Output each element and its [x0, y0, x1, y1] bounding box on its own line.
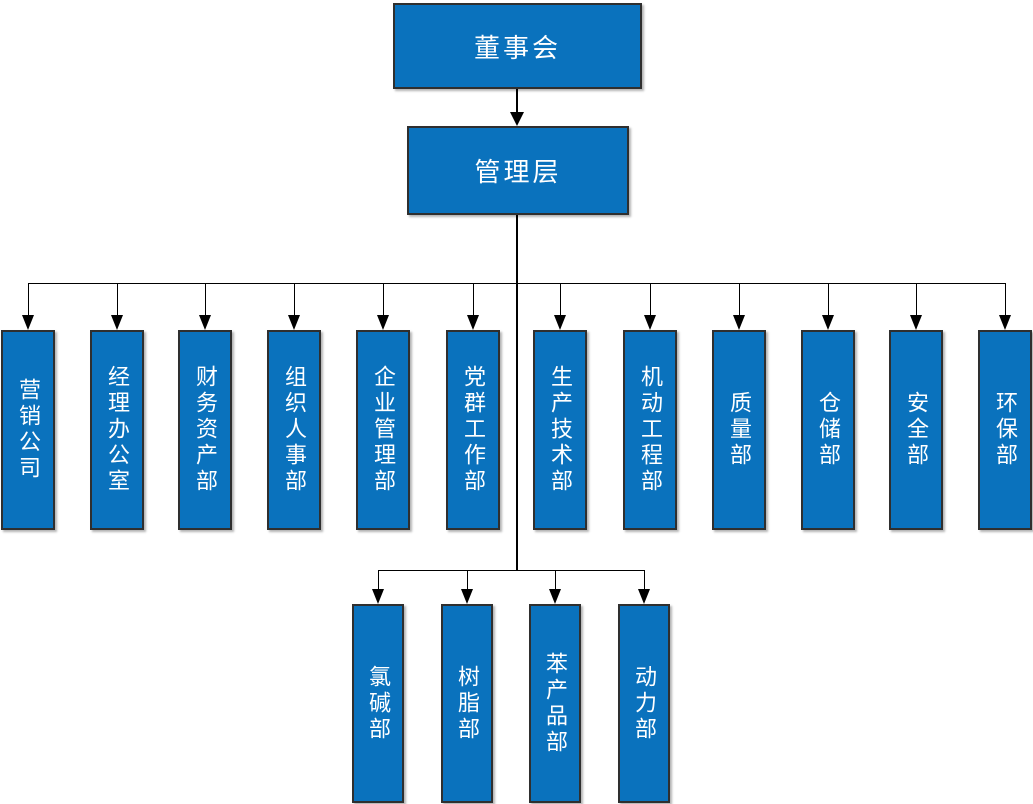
subdept-node-resin: 树脂部 [441, 604, 493, 803]
dept-node-party-mass-work: 党群工作部 [446, 330, 500, 530]
dept-node-label: 机动工程部 [638, 365, 663, 495]
dept-node-label: 党群工作部 [461, 365, 486, 495]
arrow-down-icon [22, 315, 34, 330]
connector-drop [378, 570, 379, 591]
connector-drop [644, 570, 645, 591]
dept-node-label: 企业管理部 [371, 365, 396, 495]
arrow-down-icon [288, 315, 300, 330]
node-board-label: 董事会 [473, 33, 561, 63]
dept-node-warehouse: 仓储部 [801, 330, 855, 530]
dept-node-label: 组织人事部 [282, 365, 307, 495]
connector-trunk [516, 215, 518, 570]
dept-node-label: 安全部 [904, 391, 929, 469]
dept-node-label: 环保部 [993, 391, 1018, 469]
dept-node-environmental: 环保部 [978, 330, 1032, 530]
connector-drop [916, 283, 917, 317]
subdept-node-label: 苯产品部 [543, 651, 568, 756]
connector-departments-bus [28, 283, 1006, 284]
arrow-down-icon [372, 589, 384, 604]
dept-node-quality: 质量部 [712, 330, 766, 530]
dept-node-label: 财务资产部 [193, 365, 218, 495]
dept-node-label: 生产技术部 [548, 365, 573, 495]
subdept-node-label: 树脂部 [455, 664, 480, 743]
node-management: 管理层 [407, 126, 629, 215]
node-management-label: 管理层 [474, 158, 562, 187]
dept-node-mechanical-engineering: 机动工程部 [623, 330, 677, 530]
arrow-down-icon [554, 315, 566, 330]
connector-drop [383, 283, 384, 317]
dept-node-marketing-company: 营销公司 [1, 330, 55, 530]
dept-node-label: 仓储部 [816, 391, 841, 469]
connector-subdepartments-bus [378, 570, 645, 571]
arrow-down-icon [999, 315, 1011, 330]
dept-node-org-personnel: 组织人事部 [267, 330, 321, 530]
dept-node-production-technology: 生产技术部 [533, 330, 587, 530]
connector-drop [28, 283, 29, 317]
subdept-node-label: 氯碱部 [366, 664, 391, 743]
connector-drop [205, 283, 206, 317]
arrow-down-icon [822, 315, 834, 330]
subdept-node-chlor-alkali: 氯碱部 [352, 604, 404, 803]
node-board: 董事会 [393, 3, 642, 89]
connector-drop [828, 283, 829, 317]
connector-drop [1005, 283, 1006, 317]
dept-node-label: 经理办公室 [105, 365, 130, 495]
connector-drop [555, 570, 556, 591]
arrow-down-icon [510, 112, 524, 126]
connector-drop [117, 283, 118, 317]
arrow-down-icon [467, 315, 479, 330]
arrow-down-icon [199, 315, 211, 330]
subdept-node-power: 动力部 [618, 604, 670, 803]
arrow-down-icon [910, 315, 922, 330]
dept-node-manager-office: 经理办公室 [90, 330, 144, 530]
connector-drop [739, 283, 740, 317]
arrow-down-icon [638, 589, 650, 604]
arrow-down-icon [111, 315, 123, 330]
dept-node-finance-assets: 财务资产部 [178, 330, 232, 530]
connector-drop [294, 283, 295, 317]
arrow-down-icon [377, 315, 389, 330]
connector-drop [467, 570, 468, 591]
connector-drop [560, 283, 561, 317]
arrow-down-icon [549, 589, 561, 604]
dept-node-enterprise-management: 企业管理部 [356, 330, 410, 530]
arrow-down-icon [461, 589, 473, 604]
arrow-down-icon [733, 315, 745, 330]
dept-node-label: 质量部 [727, 391, 752, 469]
dept-node-safety: 安全部 [889, 330, 943, 530]
arrow-down-icon [644, 315, 656, 330]
subdept-node-label: 动力部 [632, 664, 657, 743]
dept-node-label: 营销公司 [16, 378, 41, 482]
connector-drop [650, 283, 651, 317]
subdept-node-benzene-products: 苯产品部 [529, 604, 581, 803]
connector-board-management [516, 89, 518, 113]
connector-drop [473, 283, 474, 317]
